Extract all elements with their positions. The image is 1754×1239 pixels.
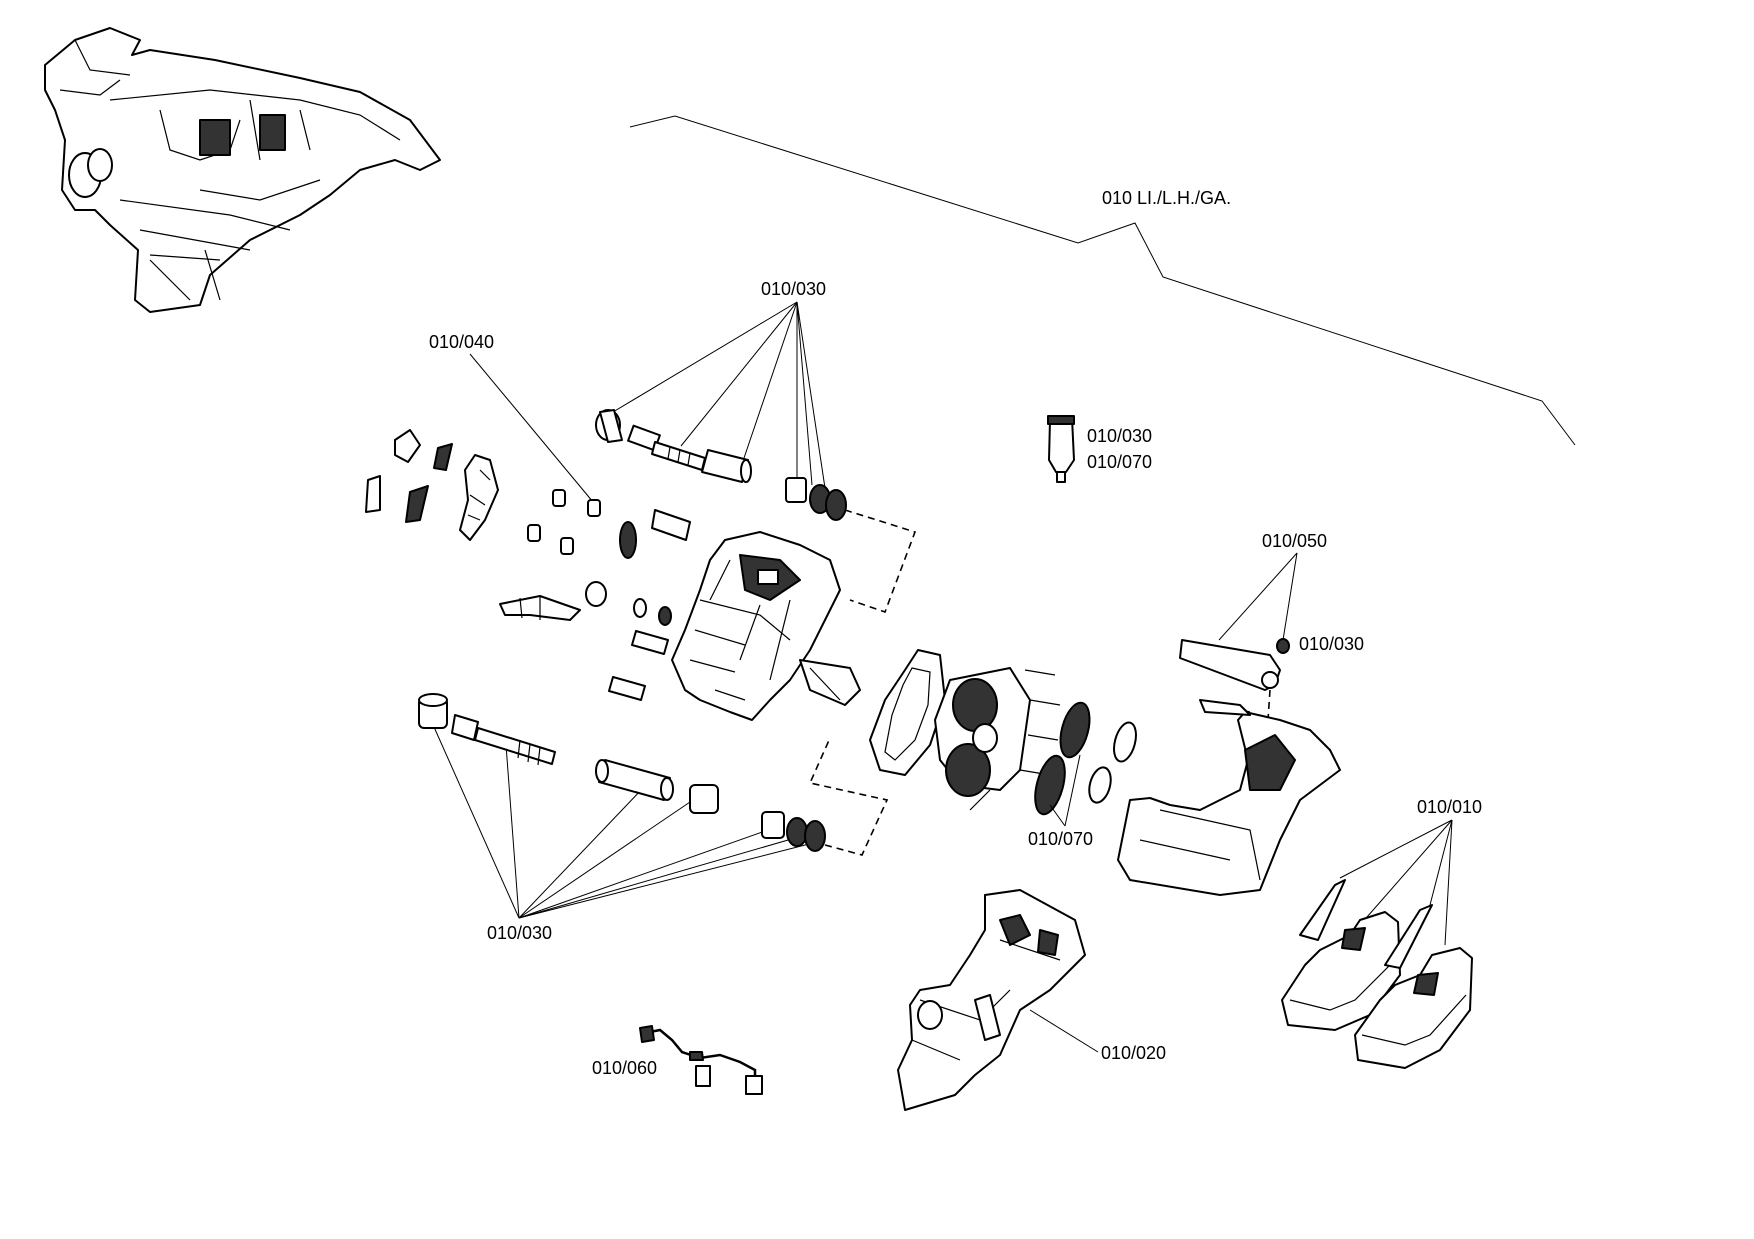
- leaders-010-010: [1339, 819, 1453, 946]
- assembled-caliper-drawing: [44, 27, 441, 313]
- callout-010-050: 010/050: [1262, 531, 1327, 551]
- caliper-bridge-part: [1117, 699, 1341, 896]
- top-bushing-part: [595, 409, 623, 443]
- bottom-bushing-part: [418, 693, 448, 729]
- assembly-label: 010 LI./L.H./GA.: [1102, 188, 1231, 208]
- leaders-010-070-bottom: [1049, 754, 1081, 827]
- callout-010-070-bottom: 010/070: [1028, 829, 1093, 849]
- callout-010-010: 010/010: [1417, 797, 1482, 817]
- callout-010-040: 010/040: [429, 332, 494, 352]
- bottom-cap-part: [689, 784, 719, 814]
- leader-010-040: [469, 353, 599, 509]
- callout-010-030-tube: 010/030: [1087, 426, 1152, 446]
- top-guide-bolt-part: [627, 424, 706, 471]
- top-sleeve-part: [701, 449, 752, 483]
- dashed-link-bottom: [808, 737, 889, 856]
- bottom-guide-bolt-part: [451, 714, 556, 766]
- brake-pad-left-part: [1281, 879, 1401, 1031]
- caliper-housing-part: [671, 531, 841, 721]
- grease-tube-part: [1047, 415, 1075, 483]
- clip-spring-parts: [365, 429, 499, 541]
- assembly-bracket-line: [629, 115, 1576, 446]
- piston-assembly-part: [934, 667, 1061, 811]
- leader-010-020: [1029, 1009, 1099, 1053]
- leaders-010-050: [1218, 552, 1298, 641]
- brake-pad-right-part: [1354, 904, 1473, 1069]
- callout-010-060: 010/060: [592, 1058, 657, 1078]
- callout-010-030-right: 010/030: [1299, 634, 1364, 654]
- sensor-cable-part: [639, 1025, 763, 1095]
- bottom-seal-parts: [761, 811, 826, 852]
- callout-010-030-bottom: 010/030: [487, 923, 552, 943]
- callout-010-030-top: 010/030: [761, 279, 826, 299]
- dashed-link-top: [844, 509, 917, 614]
- leaders-010-030-top: [607, 301, 826, 489]
- tappet-disc-parts: [1034, 701, 1137, 816]
- bottom-sleeve-part: [595, 759, 674, 801]
- gasket-plate-part: [869, 649, 946, 776]
- callout-010-070-tube: 010/070: [1087, 452, 1152, 472]
- small-pin-parts: [527, 489, 691, 559]
- caliper-carrier-part: [897, 889, 1086, 1111]
- top-seal-parts: [785, 477, 847, 521]
- adjuster-spindle-parts: [499, 581, 861, 706]
- dashed-link-right: [1267, 689, 1271, 721]
- wear-indicator-part: [1179, 638, 1290, 691]
- leaders-010-030-bottom: [433, 726, 814, 919]
- callout-010-020: 010/020: [1101, 1043, 1166, 1063]
